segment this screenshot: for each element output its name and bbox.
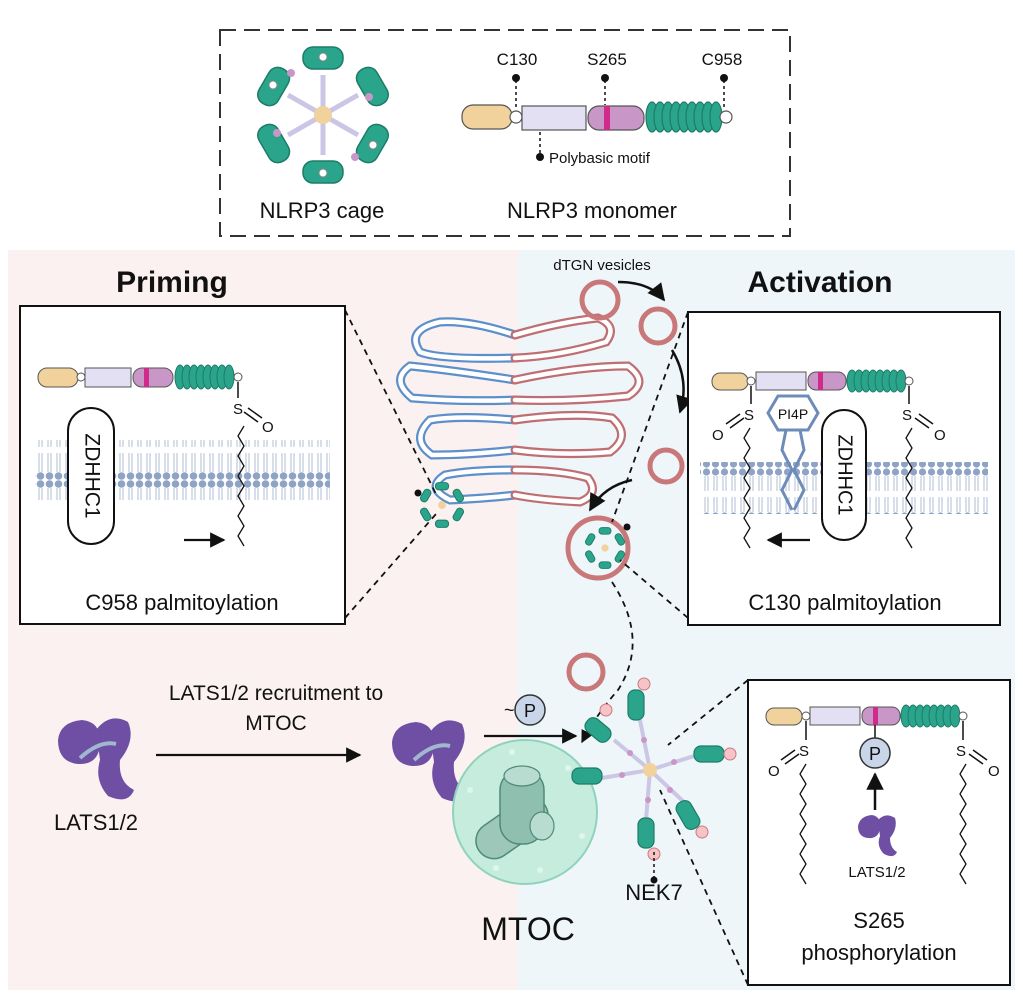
activation-inset: S O S O PI4P ZDHHC1 C130 palmitoylation (687, 311, 1001, 626)
phospho-caption-line2: phosphorylation (801, 940, 956, 965)
phospho-s1-label: S (799, 743, 809, 760)
c958-pin-dot (720, 74, 728, 82)
polybasic-label: Polybasic motif (549, 150, 651, 167)
priming-monomer-icon (37, 364, 243, 390)
pi4p-lipid (766, 394, 820, 511)
activation-enzyme-label: ZDHHC1 (834, 434, 856, 515)
pi4p-label: PI4P (778, 406, 808, 422)
priming-inset: S O ZDHHC1 C958 palmitoylation (19, 305, 346, 625)
site-s265-label: S265 (587, 50, 627, 69)
lats12-protein-icon (58, 718, 134, 800)
priming-o-label: O (262, 419, 274, 436)
phospho-monomer-icon (765, 704, 968, 728)
phospho-tilde: ~ (504, 700, 515, 720)
priming-enzyme-label: ZDHHC1 (80, 433, 103, 518)
palmitoyl-chain (237, 425, 245, 547)
monomer-label: NLRP3 monomer (507, 198, 677, 223)
golgi-cage-icon (419, 482, 465, 528)
phospho-lats-icon (858, 815, 897, 857)
phospho-kinase-label: LATS1/2 (848, 864, 905, 881)
priming-caption: C958 palmitoylation (85, 590, 278, 615)
nlrp3-monomer-icon (461, 101, 733, 133)
recruit-label-line2: MTOC (245, 712, 306, 735)
dtgn-vesicles-label: dTGN vesicles (553, 257, 651, 274)
zdhhc1-enzyme (67, 407, 115, 545)
golgi-apparatus (396, 313, 644, 507)
activation-caption: C130 palmitoylation (748, 590, 941, 615)
site-c958-label: C958 (702, 50, 743, 69)
site-c130-label: C130 (497, 50, 538, 69)
activated-inflammasome (571, 677, 737, 861)
phosphate-label: P (524, 701, 536, 721)
activation-o1-label: O (712, 427, 724, 444)
activation-s2-label: S (902, 407, 912, 424)
vesicle-cage-dot (623, 523, 631, 531)
dtgn-vesicles (565, 279, 685, 692)
lats12-recruited-icon (392, 720, 468, 802)
activation-zdhhc1-enzyme (821, 409, 867, 541)
priming-s-label: S (233, 401, 243, 418)
phospho-s2-label: S (956, 743, 966, 760)
phospho-p-label: P (869, 744, 881, 764)
phospho-o1-label: O (768, 763, 780, 780)
recruit-label-line1: LATS1/2 recruitment to (169, 682, 383, 705)
activation-monomer-icon (711, 369, 914, 393)
mtoc-organelle (452, 739, 598, 885)
phospho-o2-label: O (988, 763, 1000, 780)
cage-label: NLRP3 cage (260, 198, 385, 223)
nek7-pin-dot (650, 876, 658, 884)
golgi-cage-dot (414, 489, 422, 497)
phosphorylation-inset: S O S O P LATS1/2 S265 phosphorylation (747, 679, 1011, 986)
lats12-label: LATS1/2 (54, 810, 138, 835)
nlrp3-cage-icon (257, 46, 389, 184)
vesicle-cage-icon (584, 527, 626, 569)
priming-title: Priming (116, 266, 228, 299)
nek7-label: NEK7 (625, 880, 682, 905)
polybasic-pin-dot (536, 153, 544, 161)
mtoc-label: MTOC (481, 911, 575, 947)
activation-s1-label: S (744, 407, 754, 424)
activation-title: Activation (747, 266, 892, 299)
c130-pin-dot (512, 74, 520, 82)
phosphate-circle-icon (514, 694, 546, 726)
monomer-site-pins (515, 80, 725, 155)
activation-o2-label: O (934, 427, 946, 444)
s265-phosphate-icon (859, 737, 891, 769)
phospho-caption-line1: S265 (853, 908, 904, 933)
s265-pin-dot (601, 74, 609, 82)
